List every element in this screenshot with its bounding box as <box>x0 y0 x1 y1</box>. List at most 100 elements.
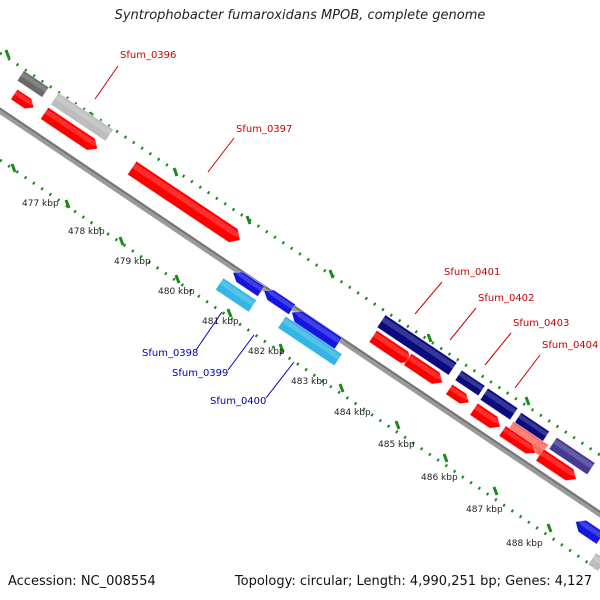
inner-tick-mark <box>546 523 553 533</box>
inner-dotted-ring <box>0 158 600 573</box>
outer-tick-mark <box>524 396 531 406</box>
gene-features <box>10 70 600 572</box>
scale-tick-label: 483 kbp <box>291 377 328 387</box>
genome-summary-text: Topology: circular; Length: 4,990,251 bp… <box>234 574 592 589</box>
gene-feature <box>498 425 537 454</box>
gene-feature-highlight <box>20 72 48 93</box>
inner-tick-mark <box>64 199 71 209</box>
gene-feature <box>403 353 443 385</box>
scale-tick-labels: 477 kbp 478 kbp 479 kbp 480 kbp 481 kbp 482 k… <box>22 199 543 549</box>
gene-feature <box>535 448 577 481</box>
gene-feature-highlight <box>552 439 594 469</box>
gene-feature-highlight <box>293 310 341 344</box>
gene-feature-highlight <box>265 288 295 310</box>
gene-label: Sfum_0402 <box>478 293 534 304</box>
gene-feature-highlight <box>592 554 600 565</box>
gene-label-leader <box>207 137 235 173</box>
inner-tick-mark <box>442 453 449 463</box>
gene-feature-highlight <box>14 90 36 106</box>
scale-tick-label: 481 kbp <box>202 317 239 327</box>
gene-label-leader <box>227 334 255 371</box>
backbone-ring <box>0 107 600 518</box>
gene-feature-highlight <box>281 318 341 360</box>
gene-feature <box>548 436 596 476</box>
scale-tick-label: 482 kbp <box>248 347 285 357</box>
gene-feature-highlight <box>449 385 471 401</box>
gene-feature <box>454 369 486 397</box>
gene-feature <box>127 160 241 243</box>
inner-tick-mark <box>118 236 125 246</box>
inner-tick-mark <box>492 486 499 496</box>
gene-feature-highlight <box>473 405 502 425</box>
gene-label-leader <box>449 307 477 341</box>
scale-tick-label: 488 kbp <box>506 539 543 549</box>
gene-feature <box>469 402 501 429</box>
gene-feature <box>445 383 470 404</box>
gene-feature-highlight <box>372 332 413 360</box>
outer-dotted-ring <box>0 51 600 457</box>
gene-label: Sfum_0398 <box>142 348 198 359</box>
gene-feature-highlight <box>539 450 578 478</box>
gene-feature <box>479 387 519 421</box>
gene-feature-highlight <box>54 94 113 136</box>
scale-tick-label: 487 kbp <box>466 505 503 515</box>
inner-tick-mark <box>10 163 17 173</box>
gene-feature-highlight <box>576 519 600 539</box>
gene-feature <box>215 277 257 313</box>
gene-feature-highlight <box>44 109 99 147</box>
gene-feature <box>277 315 343 367</box>
outer-tick-mark <box>245 215 252 225</box>
scale-tick-label: 485 kbp <box>378 440 415 450</box>
gene-label-leader <box>94 65 119 100</box>
outer-tick-mark <box>426 333 433 343</box>
gene-label-leader <box>414 281 443 315</box>
gene-feature <box>50 92 114 142</box>
outer-tick-mark <box>328 269 335 279</box>
gene-label-leader <box>265 361 295 399</box>
gene-feature-highlight <box>407 355 444 381</box>
scale-tick-label: 480 kbp <box>158 287 195 297</box>
scale-tick-label: 477 kbp <box>22 199 59 209</box>
gene-feature-highlight <box>509 423 548 451</box>
gene-feature <box>575 519 600 545</box>
gene-feature <box>232 271 265 297</box>
inner-ring-ticks <box>10 163 553 533</box>
gene-feature <box>16 70 50 98</box>
gene-feature-highlight <box>484 389 517 415</box>
gene-feature-highlight <box>219 279 256 307</box>
gene-feature <box>376 314 458 376</box>
gene-label: Sfum_0399 <box>172 368 228 379</box>
gene-feature <box>291 310 343 350</box>
scale-tick-label: 484 kbp <box>334 408 371 418</box>
gene-feature-highlight <box>458 371 484 391</box>
map-title: Syntrophobacter fumaroxidans MPOB, compl… <box>114 8 486 23</box>
gene-feature-highlight <box>502 427 537 452</box>
gene-label: Sfum_0397 <box>236 124 292 135</box>
gene-feature <box>40 106 98 151</box>
outer-tick-mark <box>172 167 179 177</box>
gene-label-leader <box>195 311 223 351</box>
inner-tick-mark <box>278 343 285 353</box>
gene-feature-highlight <box>131 163 242 238</box>
inner-tick-mark <box>338 383 345 393</box>
gene-label: Sfum_0403 <box>513 318 569 329</box>
scale-tick-label: 478 kbp <box>68 227 105 237</box>
gene-label: Sfum_0401 <box>444 267 500 278</box>
inner-tick-mark <box>226 308 233 318</box>
scale-tick-label: 479 kbp <box>114 257 151 267</box>
gene-feature-highlight <box>234 270 264 292</box>
accession-text: Accession: NC_008554 <box>8 574 156 589</box>
inner-tick-mark <box>394 420 401 430</box>
gene-label: Sfum_0404 <box>542 340 598 351</box>
gene-feature <box>10 88 35 109</box>
gene-label-leader <box>484 332 512 366</box>
outer-tick-mark <box>4 49 11 59</box>
inner-tick-mark <box>174 274 181 284</box>
gene-feature <box>587 552 600 572</box>
gene-label: Sfum_0400 <box>210 396 266 407</box>
scale-tick-label: 486 kbp <box>421 473 458 483</box>
gene-label: Sfum_0396 <box>120 50 176 61</box>
gene-feature-highlight <box>517 414 549 437</box>
gene-label-leader <box>514 354 541 389</box>
